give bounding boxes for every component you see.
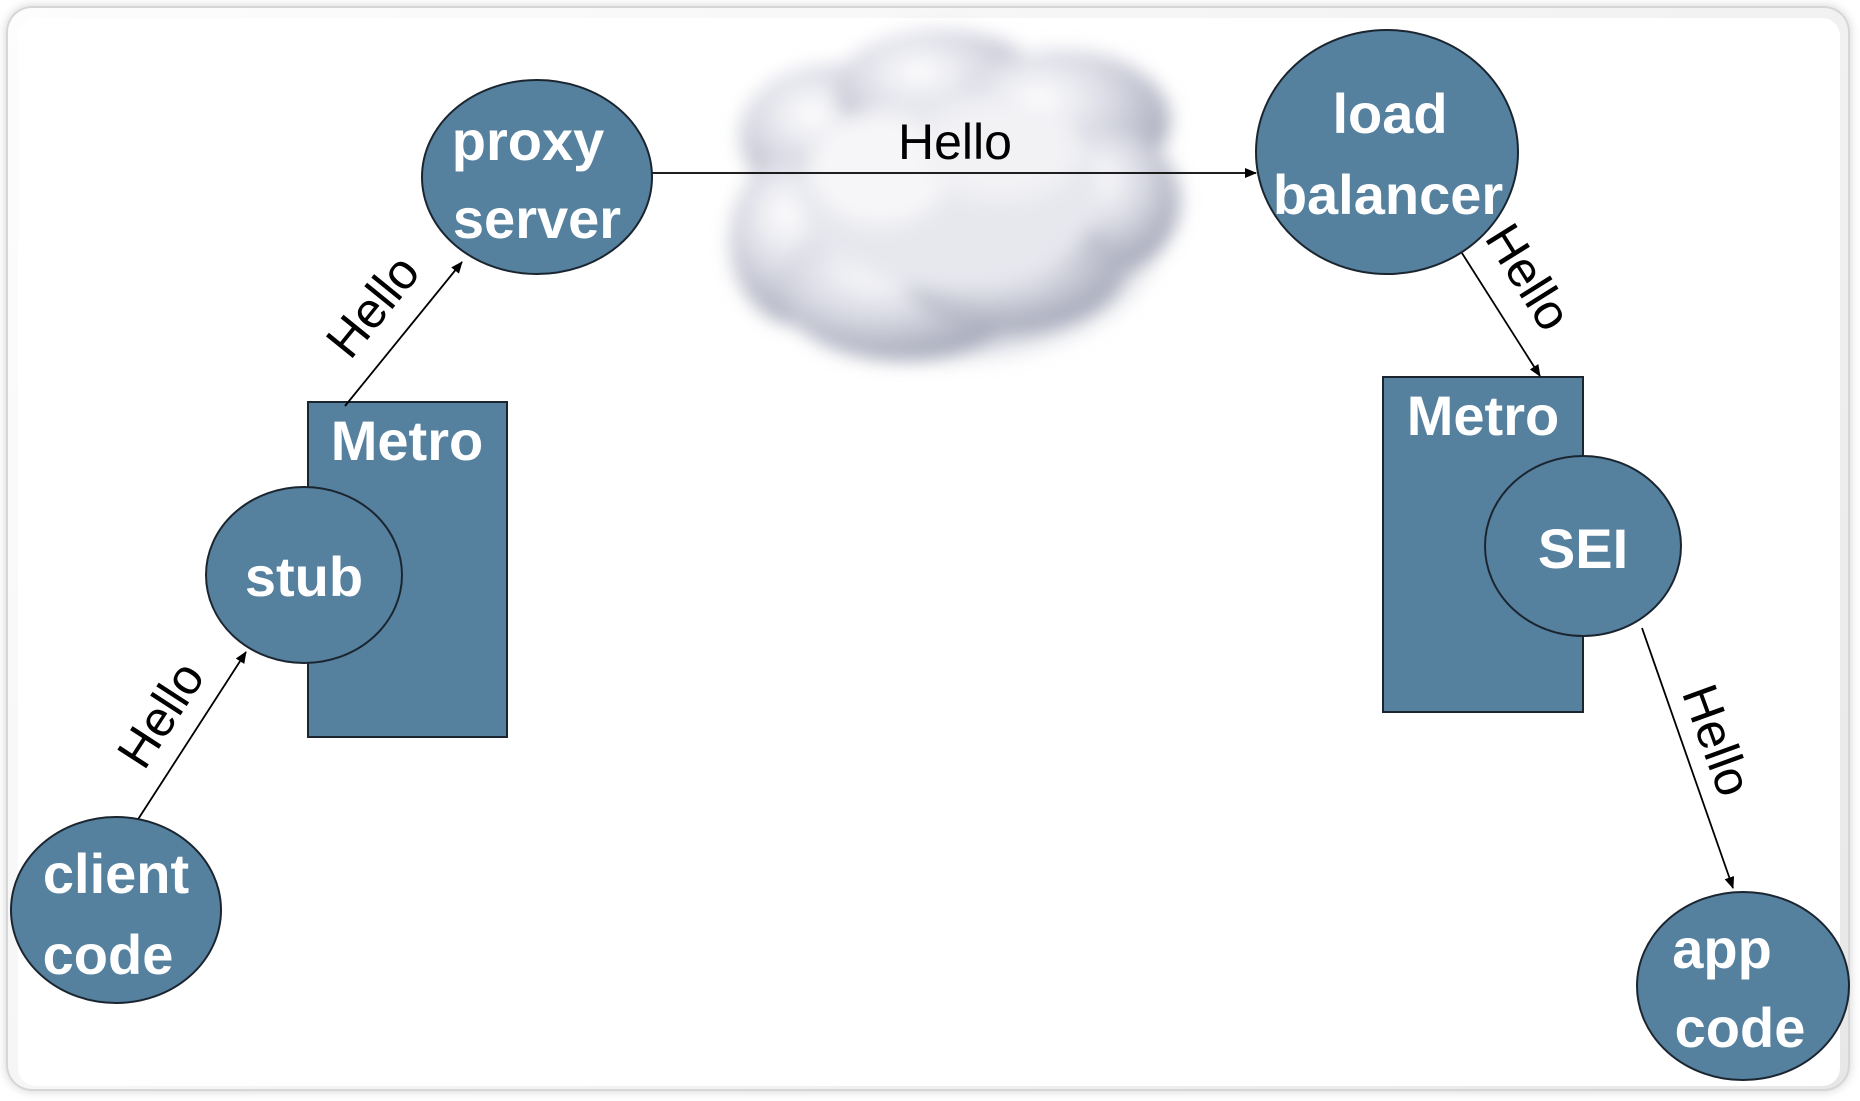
node-load-balancer-line2: balancer bbox=[1273, 163, 1503, 226]
node-load-balancer-line1: load bbox=[1332, 82, 1447, 145]
metro-right-box: Metro bbox=[1382, 376, 1584, 713]
edge-label-proxy-to-load-balancer: Hello bbox=[898, 114, 1012, 170]
node-proxy-server-line2: server bbox=[453, 187, 621, 250]
node-proxy-server: proxy server bbox=[421, 79, 653, 275]
node-client-code-line2: code bbox=[43, 923, 174, 986]
node-app-code: app code bbox=[1636, 891, 1850, 1081]
node-sei-label: SEI bbox=[1538, 517, 1628, 580]
cloud-icon bbox=[730, 30, 1180, 360]
edge-label-load-balancer-to-metro: Hello bbox=[1474, 214, 1582, 340]
node-load-balancer: load balancer bbox=[1255, 29, 1519, 275]
edge-label-sei-to-app: Hello bbox=[1671, 677, 1763, 803]
metro-left-label: Metro bbox=[331, 409, 483, 472]
node-stub-label: stub bbox=[245, 545, 363, 608]
node-client-code-line1: client bbox=[43, 842, 189, 905]
edge-metro-to-proxy: Hello bbox=[315, 244, 463, 407]
edge-label-metro-to-proxy: Hello bbox=[315, 244, 430, 368]
node-sei: SEI bbox=[1484, 455, 1682, 637]
metro-right-label: Metro bbox=[1407, 384, 1559, 447]
edge-label-client-to-stub: Hello bbox=[106, 652, 215, 778]
node-client-code: client code bbox=[10, 816, 222, 1004]
edge-client-to-stub: Hello bbox=[106, 651, 247, 825]
node-app-code-line2: code bbox=[1675, 996, 1806, 1059]
node-app-code-line1: app bbox=[1672, 917, 1772, 980]
node-proxy-server-line1: proxy bbox=[452, 109, 605, 172]
edge-sei-to-app: Hello bbox=[1641, 627, 1763, 889]
node-stub: stub bbox=[205, 486, 403, 664]
edge-proxy-to-load-balancer: Hello bbox=[652, 114, 1257, 178]
